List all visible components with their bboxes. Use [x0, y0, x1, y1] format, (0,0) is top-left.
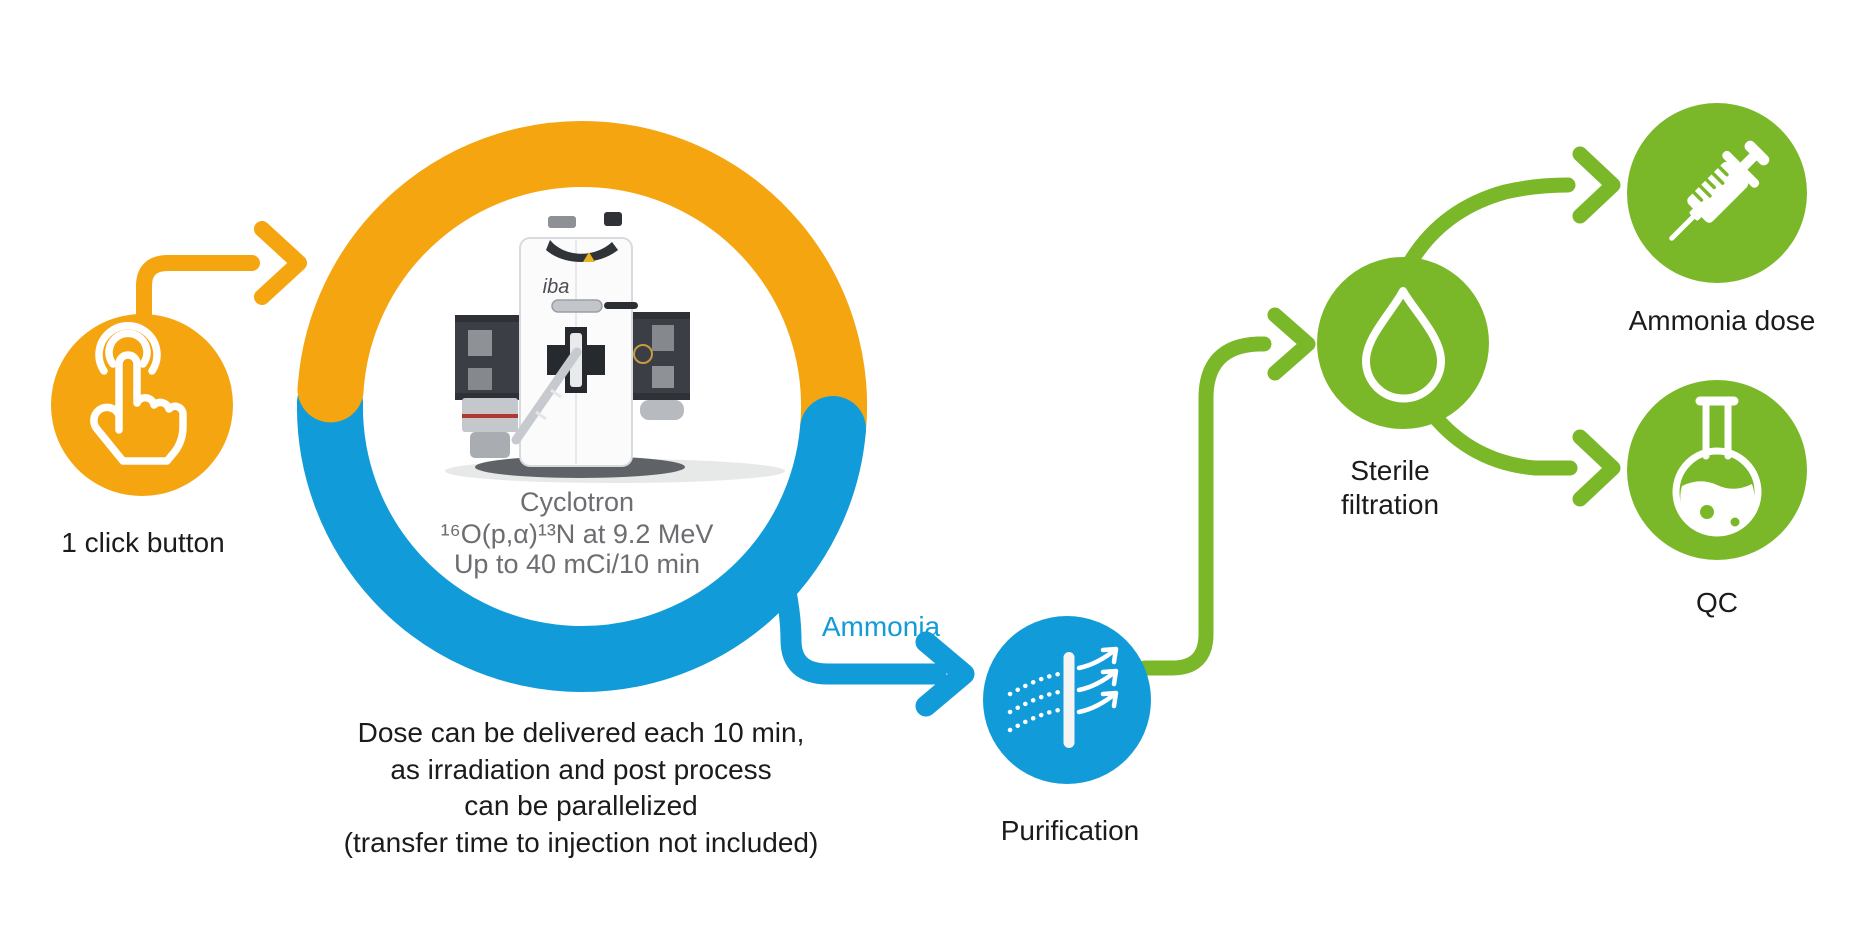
droplet-icon	[1362, 287, 1445, 403]
arrow-sterile-to-dose-head	[1572, 146, 1621, 224]
flask-icon	[1672, 396, 1762, 537]
qc-node: QC	[1627, 380, 1807, 618]
machine-body: iba	[511, 212, 638, 467]
qc-label: QC	[1696, 587, 1738, 618]
machine-brand-logo: iba	[543, 276, 570, 298]
cyclotron-title: Cyclotron	[520, 487, 634, 517]
sterile-filtration-label-line1: Sterile	[1350, 455, 1429, 486]
arrow-ring-to-purification	[767, 547, 947, 685]
sterile-filtration-circle	[1317, 257, 1489, 429]
sterile-filtration-node: Sterile filtration	[1317, 146, 1621, 520]
cyclotron-ring	[296, 120, 868, 692]
arrow-purification-to-sterile	[1137, 336, 1272, 676]
ring-orange-end-cap	[297, 356, 364, 423]
machine-right-magnet	[628, 312, 690, 420]
qc-circle	[1627, 380, 1807, 560]
ammonia-arrow: Ammonia	[767, 547, 975, 717]
ring-postprocess-arc	[296, 369, 866, 692]
cyclotron-yield: Up to 40 mCi/10 min	[454, 549, 700, 579]
cyclotron-reaction: ¹⁶O(p,α)¹³N at 9.2 MeV	[441, 519, 714, 549]
machine-left-magnet	[455, 315, 523, 458]
purification-label: Purification	[1001, 815, 1140, 846]
click-button-node: 1 click button	[51, 221, 307, 558]
tap-hand-icon	[90, 322, 187, 465]
ammonia-dose-node: Ammonia dose	[1627, 103, 1815, 336]
arrow-click-to-cyclotron	[136, 255, 260, 328]
arrow-purification-to-sterile-head	[1267, 307, 1316, 381]
ring-irradiation-arc	[297, 120, 868, 462]
note-line-4: (transfer time to injection not included…	[344, 827, 819, 858]
note-line-2: as irradiation and post process	[390, 754, 771, 785]
syringe-icon	[1669, 140, 1770, 241]
cyclotron-captions: Cyclotron ¹⁶O(p,α)¹³N at 9.2 MeV Up to 4…	[441, 487, 714, 579]
sterile-filtration-label-line2: filtration	[1341, 489, 1439, 520]
arrow-click-to-cyclotron-head	[254, 221, 307, 305]
purification-node: Purification	[983, 307, 1316, 846]
arrow-ring-to-purification-head	[915, 631, 975, 717]
arrow-sterile-to-dose	[1400, 177, 1576, 274]
filter-icon	[1007, 646, 1119, 748]
note-line-1: Dose can be delivered each 10 min,	[358, 717, 805, 748]
cyclotron-machine-image: iba	[445, 212, 785, 483]
ammonia-dose-label: Ammonia dose	[1629, 305, 1816, 336]
click-button-label: 1 click button	[61, 527, 224, 558]
arrow-sterile-to-qc-head	[1572, 429, 1621, 507]
arrow-sterile-to-qc	[1420, 400, 1578, 476]
ammonia-arrow-label: Ammonia	[822, 611, 941, 642]
parallelization-note: Dose can be delivered each 10 min, as ir…	[344, 717, 819, 858]
note-line-3: can be parallelized	[464, 790, 698, 821]
